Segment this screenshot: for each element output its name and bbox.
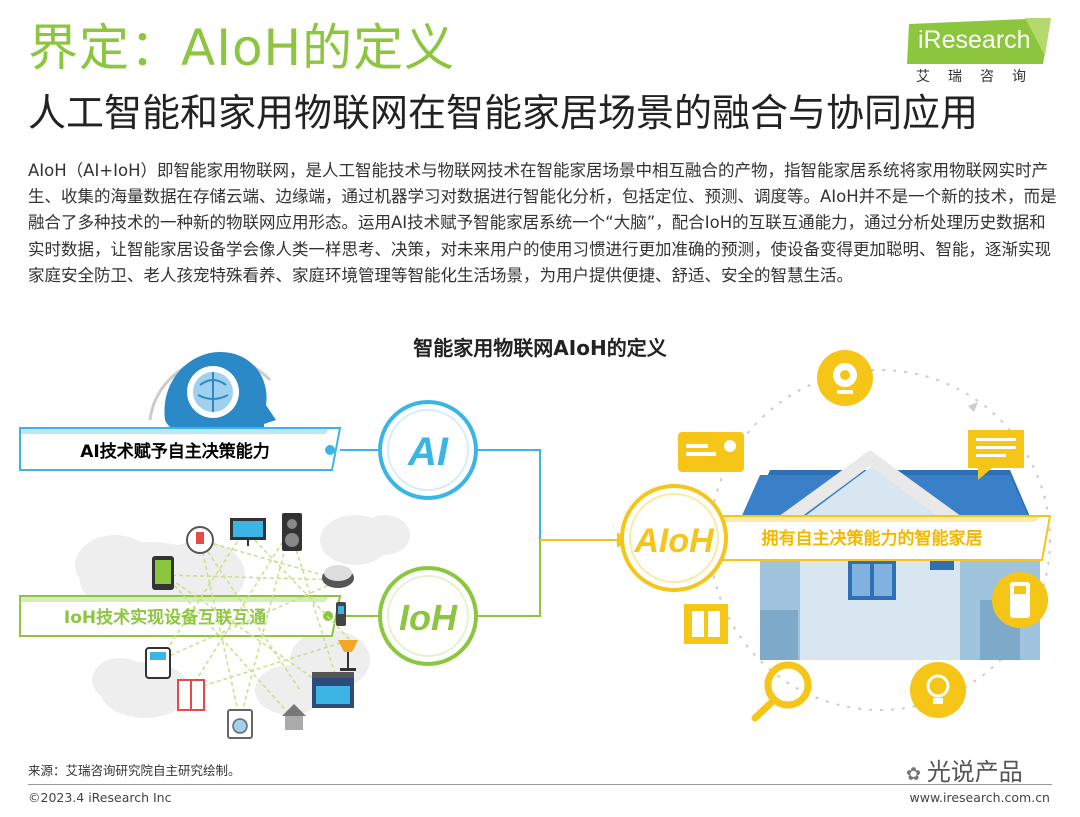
thermostat-icon xyxy=(145,647,171,679)
message-icon xyxy=(968,430,1024,480)
ioh-label: IoH技术实现设备互联互通 xyxy=(64,607,266,628)
page-title: 界定：AIoH的定义 xyxy=(28,19,456,77)
aioh-diagram: AI技术赋予自主决策能力 IoH技术实现设备互联互通 xyxy=(19,350,1052,739)
cloud-icon xyxy=(75,515,410,718)
lamp-icon xyxy=(338,640,358,671)
aioh-label: 拥有自主决策能力的智能家居 xyxy=(762,528,983,549)
ai-label: AI技术赋予自主决策能力 xyxy=(80,441,269,462)
arrow-icon xyxy=(968,402,978,412)
search-icon xyxy=(751,661,812,722)
washing-machine-icon xyxy=(227,709,253,739)
logo-name: iResearch xyxy=(918,26,1031,54)
diagram-title: 智能家用物联网AIoH的定义 xyxy=(413,336,667,360)
robot-vacuum-icon xyxy=(322,565,354,588)
footer-url[interactable]: www.iresearch.com.cn xyxy=(909,790,1051,805)
page-subtitle: 人工智能和家用物联网在智能家居场景的融合与协同应用 xyxy=(28,91,979,135)
speaker-icon xyxy=(282,513,302,551)
switch-icon xyxy=(684,604,728,644)
aioh-node-label: AIoH xyxy=(633,522,715,560)
aioh-label-banner xyxy=(699,515,1052,561)
card-icon xyxy=(678,432,744,472)
footer-divider xyxy=(28,784,1052,785)
smart-lock-icon xyxy=(992,572,1048,628)
watermark-text: 光说产品 xyxy=(926,758,1023,786)
door-lock-icon xyxy=(336,602,346,626)
iresearch-logo xyxy=(907,18,1051,64)
aioh-node xyxy=(620,484,728,592)
tv-icon xyxy=(230,518,266,546)
small-house-icon xyxy=(282,704,306,730)
source-note: 来源：艾瑞咨询研究院自主研究绘制。 xyxy=(28,763,241,778)
window-icon xyxy=(177,679,205,711)
ai-node xyxy=(378,400,478,500)
phone-icon xyxy=(152,556,174,590)
stove-icon xyxy=(312,672,354,708)
ioh-node-label: IoH xyxy=(399,597,458,638)
smart-home-ring xyxy=(709,369,1051,711)
device-mesh xyxy=(159,529,351,721)
watermark: ✿ 光说产品 xyxy=(906,752,1023,787)
copyright: ©2023.4 iResearch Inc xyxy=(28,790,172,805)
plug-icon xyxy=(186,526,214,554)
camera-icon xyxy=(817,350,873,406)
ai-label-banner xyxy=(19,427,400,471)
logo-cn: 艾瑞咨询 xyxy=(916,69,1044,85)
ioh-node xyxy=(378,566,478,666)
wechat-icon: ✿ xyxy=(906,764,927,785)
connector-lines xyxy=(476,449,630,617)
body-paragraph: AIoH（AI+IoH）即智能家用物联网，是人工智能技术与物联网技术在智能家居场… xyxy=(28,161,1057,285)
ai-node-label: AI xyxy=(407,430,449,474)
ioh-label-banner xyxy=(19,595,400,637)
lightbulb-icon xyxy=(910,662,966,718)
